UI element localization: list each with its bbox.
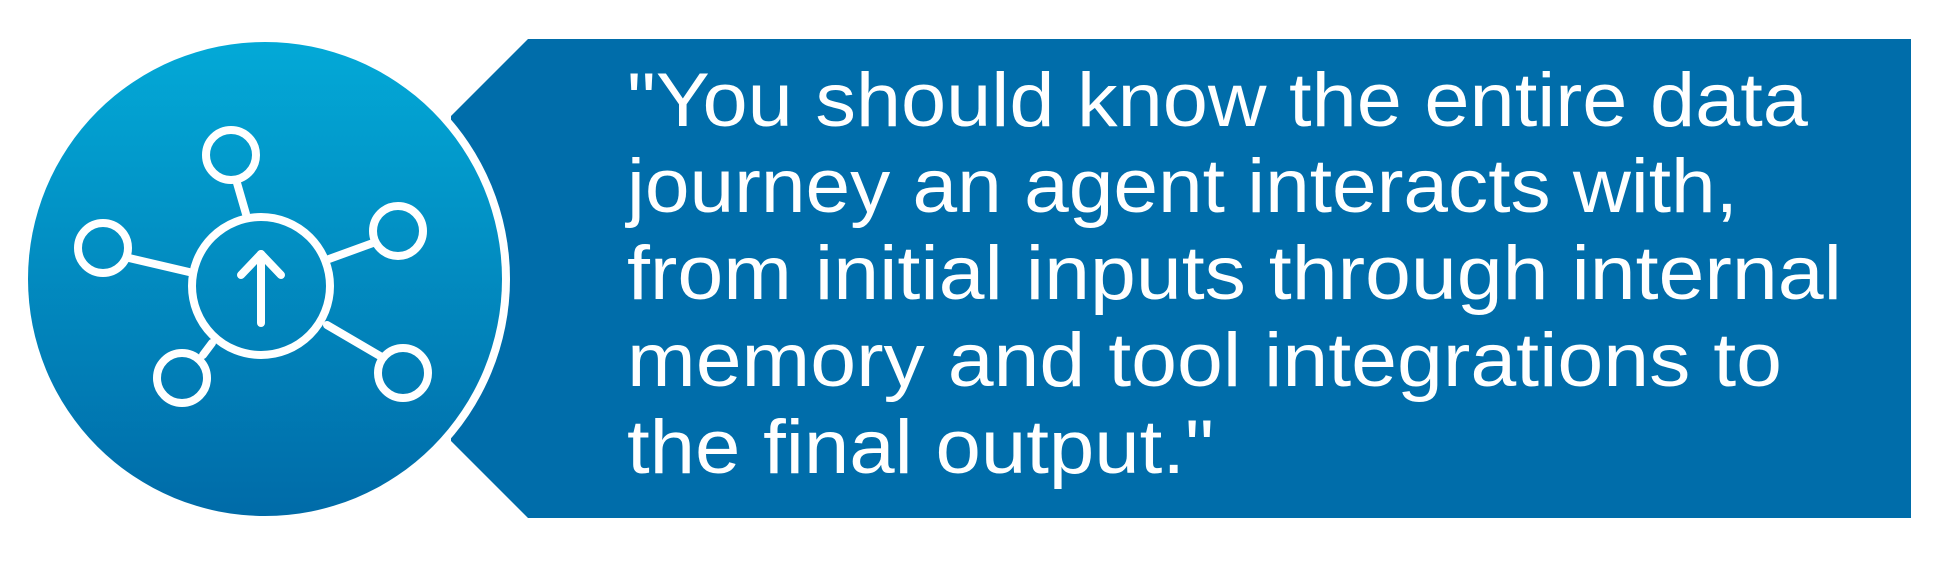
connector-line-bottom-right — [323, 321, 384, 360]
quote-text: "You should know the entire data journey… — [627, 0, 1917, 570]
quote-line-1: "You should know the entire data — [627, 57, 1808, 143]
connector-line-right — [325, 239, 377, 263]
quote-line-5: the final output." — [627, 404, 1214, 490]
node-top-icon — [202, 126, 260, 184]
quote-line-3: from initial inputs through internal — [627, 230, 1842, 316]
node-bottom-left-icon — [153, 349, 211, 407]
quote-line-2: journey an agent interacts with, — [627, 143, 1738, 229]
quote-line-4: memory and tool integrations to — [627, 317, 1783, 403]
network-hub-upload-icon — [74, 126, 432, 407]
node-left-icon — [74, 219, 132, 277]
connector-line-top — [233, 179, 250, 218]
connector-line-bottom-left — [199, 339, 216, 359]
arrow-up-head-icon — [237, 250, 285, 279]
node-right-icon — [369, 202, 427, 260]
connector-line-left — [125, 254, 193, 276]
node-bottom-right-icon — [374, 344, 432, 402]
hub-circle-icon — [188, 213, 334, 359]
quote-box — [451, 39, 1911, 518]
